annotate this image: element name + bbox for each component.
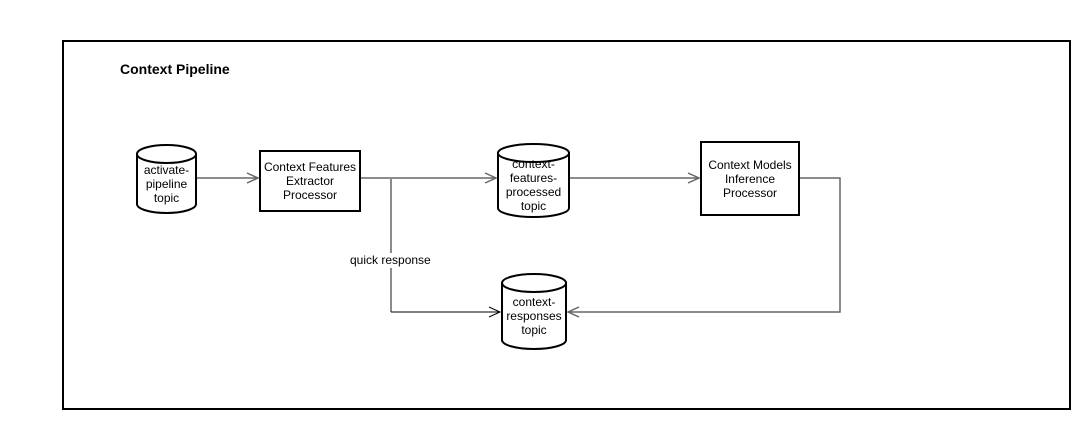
edge-label-quick-response: quick response [347, 253, 434, 268]
arrowhead-icon [484, 172, 498, 184]
arrowhead-icon [246, 172, 260, 184]
edge-activate-to-extractor[interactable] [197, 172, 260, 184]
edge-features-to-inference[interactable] [570, 172, 701, 184]
node-label: context- features- processed topic [505, 157, 562, 213]
edge-inference-to-responses[interactable] [566, 177, 841, 318]
edge-quick-response-horizontal[interactable] [391, 306, 502, 318]
diagram-frame [62, 40, 1071, 410]
node-context-features-processed-topic[interactable]: context- features- processed topic [497, 143, 570, 218]
arrowhead-icon [566, 306, 580, 318]
arrowhead-icon [488, 306, 502, 318]
edge-extractor-to-features[interactable] [361, 172, 498, 184]
node-context-models-inference-processor[interactable]: Context Models Inference Processor [700, 141, 800, 216]
cylinder-shape [501, 273, 567, 350]
diagram-title: Context Pipeline [120, 61, 230, 77]
node-label: context- responses topic [506, 295, 562, 337]
arrowhead-icon [687, 172, 701, 184]
node-context-responses-topic[interactable]: context- responses topic [501, 273, 567, 350]
node-context-features-extractor-processor[interactable]: Context Features Extractor Processor [259, 150, 361, 212]
cylinder-shape [136, 144, 197, 214]
node-label: Context Features Extractor Processor [263, 160, 357, 202]
node-activate-pipeline-topic[interactable]: activate- pipeline topic [136, 144, 197, 214]
cylinder-shape [497, 143, 570, 218]
node-label: Context Models Inference Processor [708, 157, 792, 200]
node-label: activate- pipeline topic [143, 163, 190, 205]
